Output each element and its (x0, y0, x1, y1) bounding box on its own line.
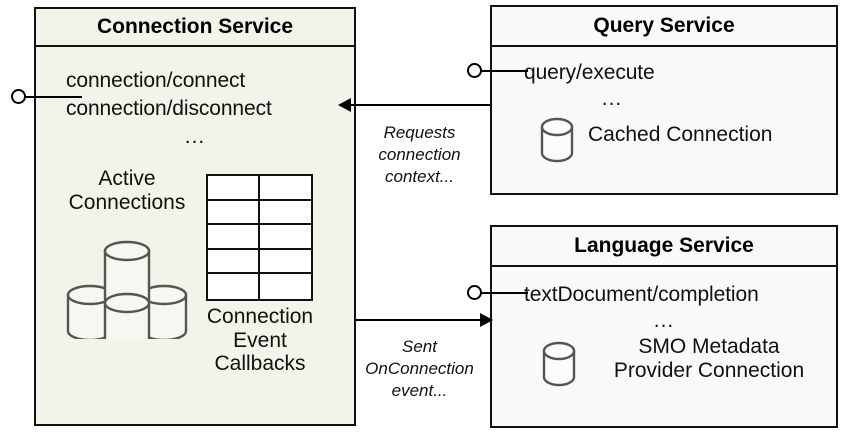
smo-metadata-provider-connection-label: SMO Metadata Provider Connection (590, 335, 828, 382)
grid-cell (259, 249, 311, 275)
connection-service-ellipsis: ... (184, 125, 206, 148)
lollipop-stem (480, 70, 528, 72)
smo-metadata-label-line-2: Provider Connection (613, 358, 805, 382)
connector-query-to-connection-label: Requests connection context... (352, 122, 487, 187)
connector-label-line-2: OnConnection (365, 358, 474, 378)
cached-connection-label-line-1: Cached Connection (588, 123, 773, 146)
connector-label-line-2: connection (378, 144, 461, 164)
connector-line-joint (488, 104, 490, 106)
active-connections-label: Active Connections (52, 167, 202, 214)
lollipop-stem (24, 96, 82, 98)
grid-cell (208, 225, 260, 250)
grid-cell (259, 225, 311, 250)
language-service-ellipsis: ... (653, 309, 675, 332)
database-cylinder-icon (540, 339, 578, 394)
connector-label-line-1: Requests (383, 123, 456, 142)
active-connections-label-line-1: Active (98, 167, 156, 190)
connector-label-line-3: event... (391, 380, 448, 400)
connection-service-body: connection/connect connection/disconnect… (36, 47, 354, 424)
lollipop-circle-icon (467, 285, 482, 300)
cached-connection-label: Cached Connection (588, 123, 808, 147)
language-service-provided-interface-lollipop[interactable] (467, 283, 528, 302)
query-service-operation-execute[interactable]: query/execute (524, 61, 655, 84)
table-grid-icon (206, 174, 313, 301)
connection-event-callbacks-label: Connection Event Callbacks (182, 305, 338, 376)
connector-label-line-3: context... (385, 166, 454, 186)
lollipop-circle-icon (11, 89, 26, 104)
component-query-service[interactable]: Query Service query/execute ... Cached C… (490, 5, 838, 195)
smo-metadata-label-line-1: SMO Metadata (638, 335, 780, 358)
component-language-service[interactable]: Language Service textDocument/completion… (490, 225, 838, 428)
language-service-body: textDocument/completion ... SMO Metadata… (492, 267, 836, 426)
database-cluster-icon (54, 229, 202, 356)
grid-cell (208, 176, 260, 201)
connection-service-operation-disconnect[interactable]: connection/disconnect (66, 97, 272, 120)
grid-cell (208, 274, 260, 299)
component-connection-service[interactable]: Connection Service connection/connect co… (34, 7, 356, 426)
grid-cell (259, 200, 311, 226)
connection-event-callbacks-line-1: Connection (206, 305, 314, 328)
connector-label-line-1: Sent (402, 337, 437, 356)
lollipop-stem (480, 292, 528, 294)
connector-line (350, 104, 490, 106)
query-service-body: query/execute ... Cached Connection (492, 47, 836, 193)
grid-cell (208, 249, 260, 275)
language-service-title-text: Language Service (574, 234, 754, 257)
query-service-title: Query Service (492, 7, 836, 47)
active-connections-label-line-2: Connections (68, 190, 186, 214)
query-service-provided-interface-lollipop[interactable] (467, 61, 528, 80)
connection-service-title: Connection Service (36, 9, 354, 47)
database-cylinder-icon (538, 115, 576, 170)
language-service-operation-completion[interactable]: textDocument/completion (524, 283, 759, 306)
grid-cell (208, 200, 260, 226)
connection-service-provided-interface-lollipop[interactable] (11, 87, 82, 106)
connector-connection-to-language-label: Sent OnConnection event... (352, 336, 487, 401)
lollipop-circle-icon (467, 63, 482, 78)
arrow-head-icon (480, 313, 493, 327)
connection-service-operation-connect[interactable]: connection/connect (66, 69, 246, 92)
query-service-ellipsis: ... (601, 87, 623, 110)
language-service-title: Language Service (492, 227, 836, 267)
connection-event-callbacks-line-2: Event (233, 328, 287, 352)
connection-event-callbacks-line-3: Callbacks (214, 352, 306, 376)
grid-cell (259, 176, 311, 201)
query-service-title-text: Query Service (593, 14, 735, 37)
grid-cell (259, 274, 311, 299)
arrow-head-icon (338, 98, 351, 112)
connector-line (356, 319, 484, 321)
connection-service-title-text: Connection Service (96, 15, 294, 38)
